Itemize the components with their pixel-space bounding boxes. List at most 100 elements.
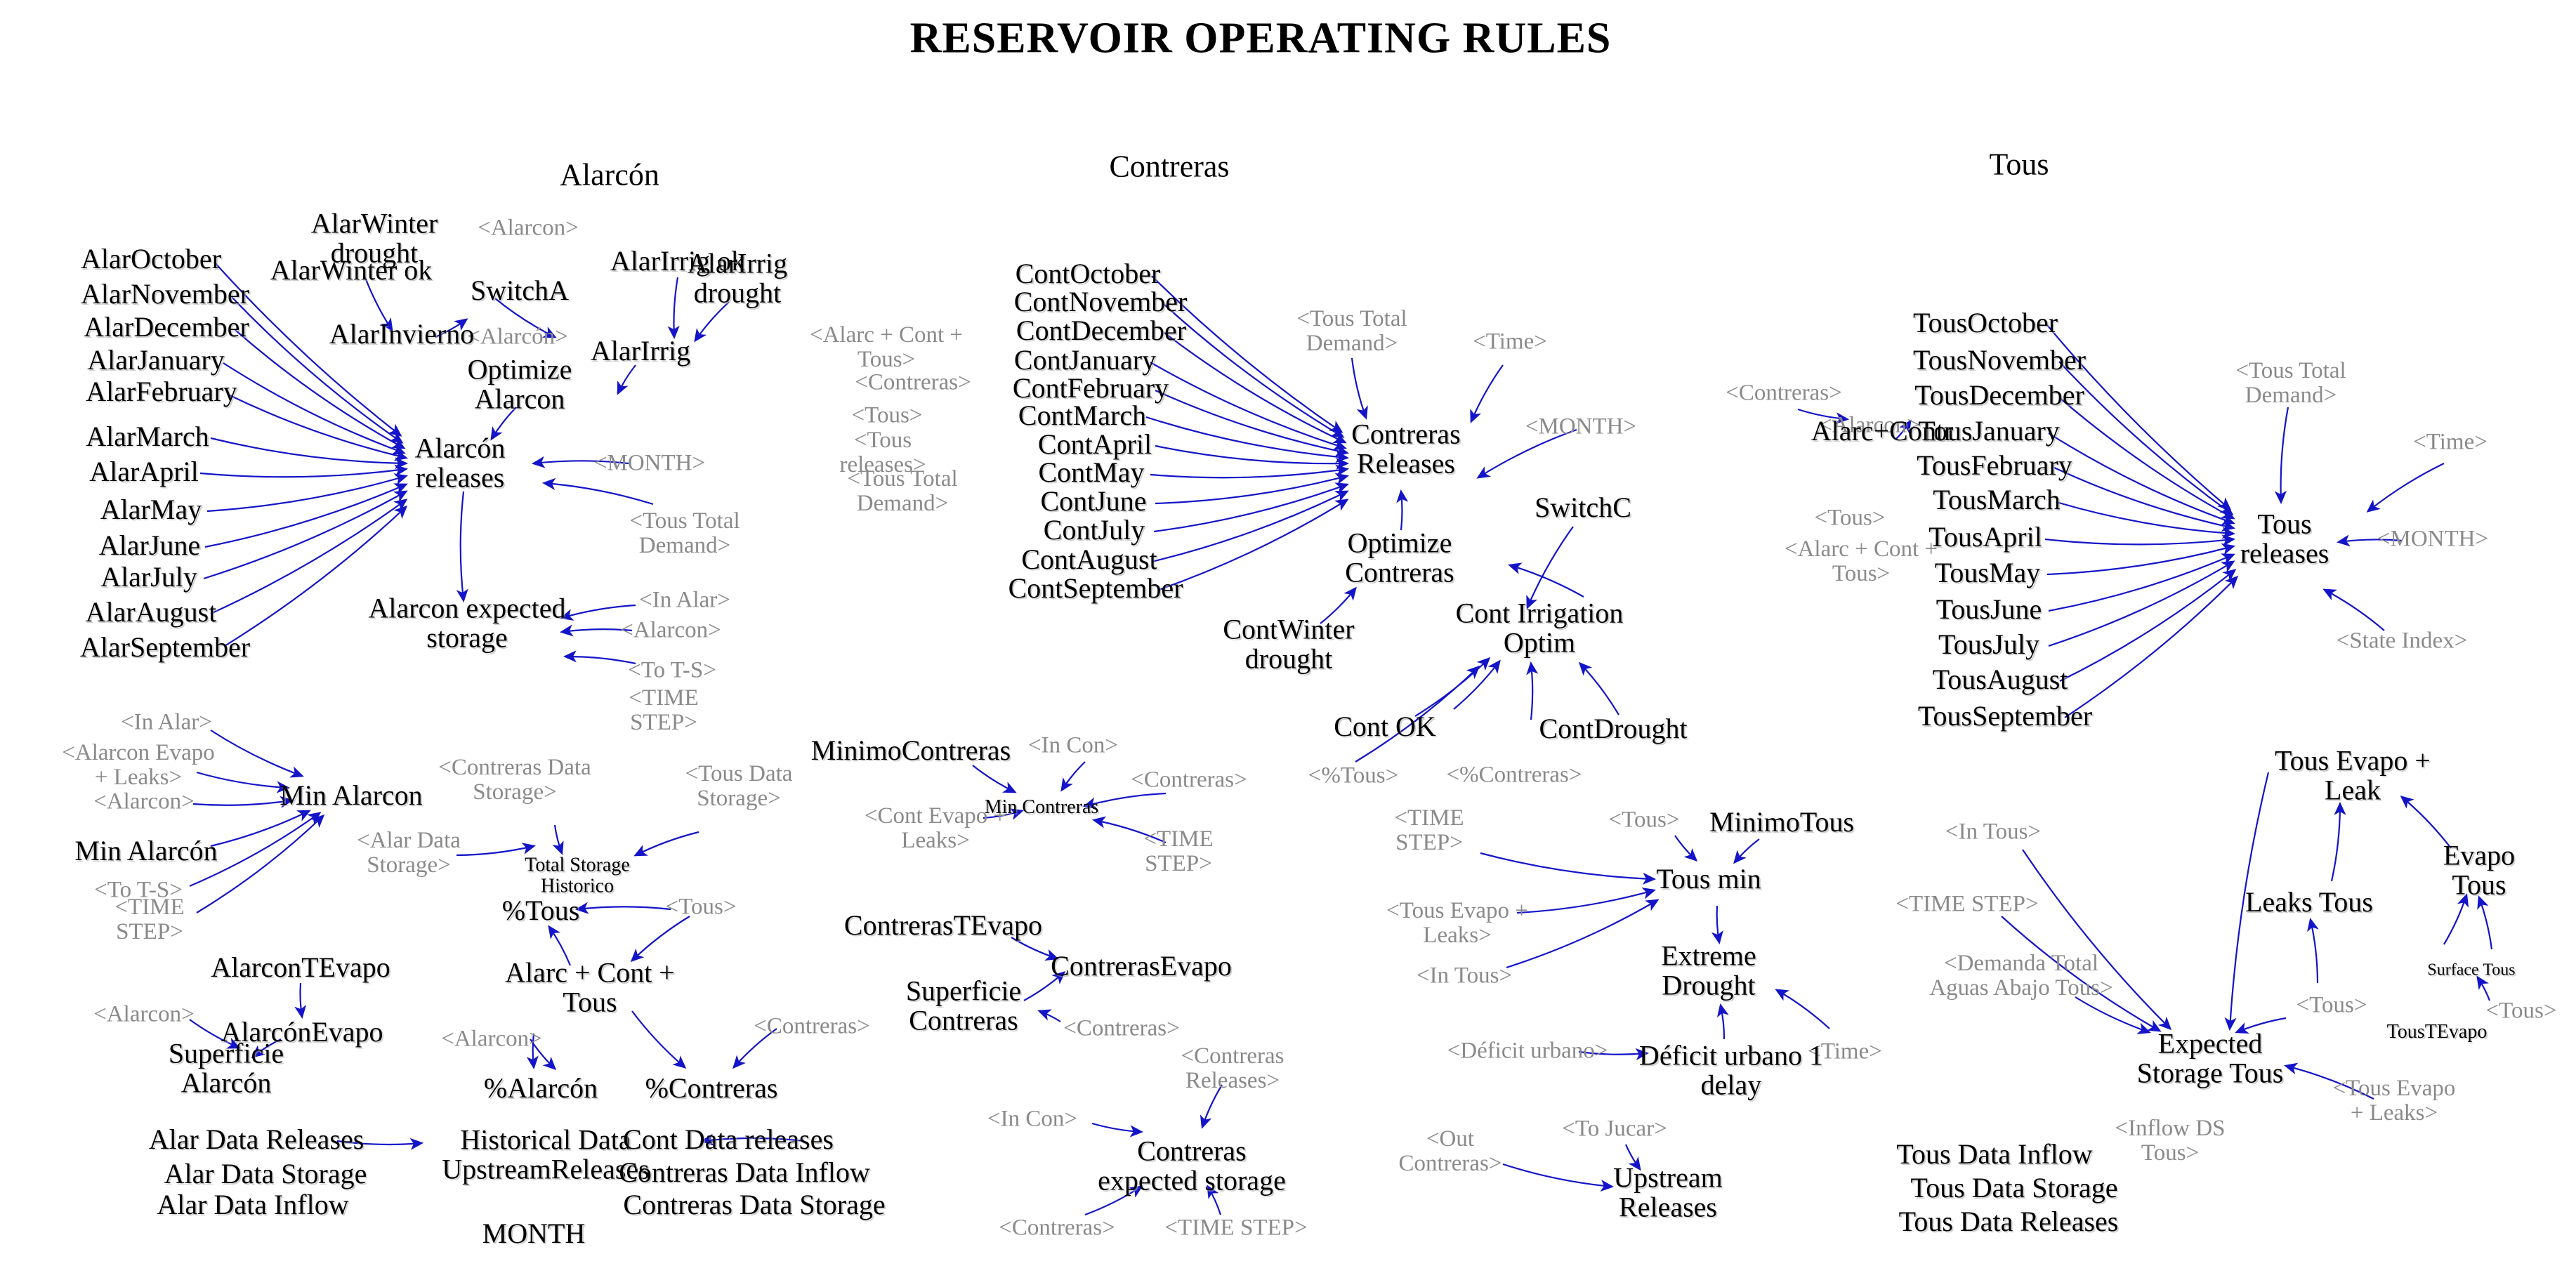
ghost-alarc-cont-tous-2[interactable]: <Alarc + Cont + Tous> [1784, 536, 1938, 586]
cont-july[interactable]: ContJuly [1043, 513, 1145, 546]
cont-november[interactable]: ContNovember [1013, 285, 1188, 317]
ghost-time-tous[interactable]: <Time> [2413, 429, 2488, 455]
ghost-contreras-4[interactable]: <Contreras> [1063, 1015, 1180, 1041]
ghost-contreras-3[interactable]: <Contreras> [1131, 767, 1247, 793]
alar-june[interactable]: AlarJune [98, 529, 201, 561]
cont-april[interactable]: ContApril [1037, 428, 1152, 460]
ghost-to-jucar[interactable]: <To Jucar> [1562, 1116, 1667, 1142]
cont-october[interactable]: ContOctober [1015, 257, 1161, 289]
ghost-in-con-2[interactable]: <In Con> [987, 1106, 1077, 1132]
contreras-evapo[interactable]: ContrerasEvapo [1051, 949, 1232, 982]
min-alarcon[interactable]: Min Alarcón [74, 834, 218, 866]
alar-data-inflow[interactable]: Alar Data Inflow [157, 1188, 349, 1220]
tous-december[interactable]: TousDecember [1914, 378, 2084, 411]
ghost-to-ts-1[interactable]: <To T-S> [628, 657, 716, 683]
ghost-tous-1[interactable]: <Tous> [851, 402, 923, 428]
cont-january[interactable]: ContJanuary [1013, 343, 1157, 376]
pct-contreras[interactable]: %Contreras [645, 1071, 778, 1104]
min-alarcon-aux[interactable]: Min Alarcon [280, 779, 423, 811]
cont-drought[interactable]: ContDrought [1539, 712, 1688, 744]
cont-march[interactable]: ContMarch [1018, 399, 1147, 431]
optimize-contreras[interactable]: Optimize Contreras [1345, 527, 1454, 588]
ghost-time-cont[interactable]: <Time> [1473, 329, 1547, 355]
ghost-tous-releases[interactable]: <Tous releases> [839, 428, 926, 477]
tous-data-storage[interactable]: Tous Data Storage [1910, 1171, 2118, 1203]
tous-may[interactable]: TousMay [1934, 556, 2041, 588]
alar-july[interactable]: AlarJuly [100, 560, 197, 593]
ghost-pct-tous[interactable]: <%Tous> [1308, 763, 1399, 789]
ghost-cont-evapo-leaks[interactable]: <Cont Evapo + Leaks> [864, 803, 1007, 853]
historical-data-upstream[interactable]: Historical Data UpstreamReleases [442, 1123, 650, 1185]
ghost-tous-total-demand-cont[interactable]: <Tous Total Demand> [1296, 306, 1407, 356]
alar-november[interactable]: AlarNovember [81, 277, 249, 310]
deficit-urbano-1-delay[interactable]: Déficit urbano 1 delay [1638, 1039, 1824, 1101]
ghost-deficit-urbano[interactable]: <Déficit urbano> [1447, 1038, 1608, 1064]
ghost-month-alar[interactable]: <MONTH> [593, 450, 706, 476]
cont-winter-drought[interactable]: ContWinter drought [1223, 613, 1355, 675]
alarcon-evapo[interactable]: AlarcónEvapo [221, 1015, 383, 1048]
pct-alarcon[interactable]: %Alarcón [483, 1071, 598, 1104]
alar-october[interactable]: AlarOctober [81, 242, 221, 275]
cont-may[interactable]: ContMay [1038, 456, 1145, 488]
alar-winter-ok[interactable]: AlarWinter ok [270, 253, 433, 286]
ghost-time-step-4[interactable]: <TIME STEP> [1164, 1215, 1308, 1241]
tous-data-releases[interactable]: Tous Data Releases [1898, 1205, 2119, 1237]
alar-september[interactable]: AlarSeptember [79, 631, 251, 663]
cont-february[interactable]: ContFebruary [1012, 371, 1169, 404]
alar-august[interactable]: AlarAugust [85, 595, 217, 628]
alar-invierno[interactable]: AlarInvierno [329, 317, 475, 350]
ghost-time-step-6[interactable]: <TIME STEP> [1895, 891, 2039, 917]
ghost-in-alar-2[interactable]: <In Alar> [121, 709, 212, 735]
alar-winter-drought[interactable]: AlarWinter drought [310, 207, 438, 269]
ghost-tous-2[interactable]: <Tous> [665, 894, 737, 920]
tous-july[interactable]: TousJuly [1938, 628, 2039, 660]
ghost-time-step-1[interactable]: <TIME STEP> [629, 685, 699, 735]
switch-c[interactable]: SwitchC [1535, 491, 1631, 523]
alar-january[interactable]: AlarJanuary [87, 343, 225, 376]
ghost-alarcon-mid[interactable]: <Alarcón> [467, 324, 568, 350]
ghost-in-con-1[interactable]: <In Con> [1028, 732, 1118, 758]
ghost-pct-contreras[interactable]: <%Contreras> [1446, 762, 1582, 788]
ghost-contreras-top[interactable]: <Contreras> [855, 369, 971, 395]
contreras-data-storage[interactable]: Contreras Data Storage [623, 1188, 886, 1220]
ghost-to-ts-2[interactable]: <To T-S> [94, 877, 183, 903]
ghost-month-tous[interactable]: <MONTH> [2377, 526, 2489, 552]
ghost-tous-4[interactable]: <Tous> [1814, 505, 1886, 531]
ghost-alarcon-tous[interactable]: <Alarcon> [1819, 412, 1920, 438]
pct-tous[interactable]: %Tous [501, 894, 580, 926]
alar-may[interactable]: AlarMay [100, 493, 202, 525]
ghost-alarcon-4[interactable]: <Alarcon> [441, 1026, 542, 1052]
surface-tous[interactable]: Surface Tous [2427, 961, 2516, 980]
ghost-tous-total-demand-tous[interactable]: <Tous Total Demand> [2235, 358, 2346, 408]
alarcon-expected-storage[interactable]: Alarcon expected storage [368, 592, 566, 654]
alar-irrig-ok[interactable]: AlarIrrig ok [610, 244, 746, 277]
ghost-alar-data-storage[interactable]: <Alar Data Storage> [357, 828, 461, 878]
ghost-alarcon-3[interactable]: <Alarcon> [93, 1001, 195, 1027]
ghost-tous-total-demand-alar[interactable]: <Tous Total Demand> [629, 508, 740, 558]
ghost-tous-3[interactable]: <Tous> [1608, 807, 1680, 833]
ghost-tous-evapo-leaks-1[interactable]: <Tous Evapo + Leaks> [1386, 898, 1528, 948]
contreras-t-evapo[interactable]: ContrerasTEvapo [843, 909, 1043, 941]
cont-june[interactable]: ContJune [1040, 484, 1147, 517]
alar-data-releases[interactable]: Alar Data Releases [148, 1123, 364, 1155]
contreras-data-inflow[interactable]: Contreras Data Inflow [619, 1156, 870, 1188]
ghost-alarc-cont-tous-1[interactable]: <Alarc + Cont + Tous> [809, 322, 964, 372]
tous-releases[interactable]: Tous releases [2240, 508, 2329, 569]
ghost-out-contreras[interactable]: <Out Contreras> [1398, 1126, 1502, 1176]
extreme-drought[interactable]: Extreme Drought [1661, 939, 1756, 1001]
alarc-contr[interactable]: Alarc+Contr [1811, 414, 1954, 447]
ghost-in-tous-2[interactable]: <In Tous> [1945, 819, 2042, 845]
alar-april[interactable]: AlarApril [89, 455, 199, 487]
ghost-inflow-ds-tous[interactable]: <Inflow DS Tous> [2115, 1116, 2226, 1166]
ghost-alarcon-top[interactable]: <Alarcon> [478, 215, 579, 241]
tous-february[interactable]: TousFebruary [1917, 449, 2072, 481]
tous-january[interactable]: TousJanuary [1918, 414, 2060, 447]
alarcon-t-evapo[interactable]: AlarconTEvapo [211, 951, 390, 983]
upstream-releases[interactable]: Upstream Releases [1613, 1161, 1723, 1223]
min-contreras[interactable]: Min Contreras [984, 796, 1099, 819]
minimo-contreras[interactable]: MinimoContreras [810, 734, 1011, 766]
ghost-tous-6[interactable]: <Tous> [2485, 998, 2557, 1024]
ghost-tous-total-demand-mid[interactable]: <Tous Total Demand> [847, 466, 958, 516]
ghost-time-step-5[interactable]: <TIME STEP> [1394, 805, 1464, 855]
ghost-alarcon-exp[interactable]: <Alarcon> [620, 617, 721, 643]
